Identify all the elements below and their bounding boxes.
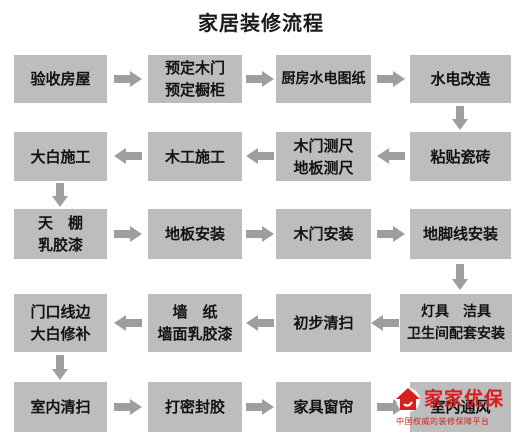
arrow-right-3 (377, 71, 405, 87)
arrow-left-1 (377, 148, 405, 164)
arrow-right-1 (114, 71, 142, 87)
house-logo-icon (396, 388, 420, 412)
watermark-slogan: 中国权威的装修保障平台 (396, 417, 490, 426)
step-2: 预定木门 预定橱柜 (148, 55, 242, 103)
arrow-down-4 (52, 355, 68, 380)
step-18: 打密封胶 (148, 382, 242, 432)
step-20: 室内通风 (410, 382, 511, 432)
step-6: 木门测尺 地板测尺 (276, 132, 371, 181)
step-13: 灯具 洁具 卫生间配套安装 (400, 294, 512, 352)
step-11: 木门安装 (276, 209, 371, 259)
arrow-right-2 (246, 71, 274, 87)
step-17: 室内清扫 (14, 382, 107, 432)
step-15: 墙 纸 墙面乳胶漆 (148, 294, 242, 352)
arrow-right-8 (246, 399, 274, 415)
step-12: 地脚线安装 (410, 209, 511, 259)
step-9: 天 棚 乳胶漆 (14, 209, 107, 259)
arrow-down-1 (452, 106, 468, 130)
step-5: 粘贴瓷砖 (410, 132, 511, 181)
step-4: 水电改造 (410, 55, 511, 103)
step-14: 初步清扫 (276, 294, 371, 352)
step-8: 大白施工 (14, 132, 107, 181)
watermark: 家家优保 中国权威的装修保障平台 (394, 383, 519, 431)
arrow-down-3 (452, 264, 468, 290)
step-16: 门口线边 大白修补 (14, 294, 107, 352)
arrow-right-5 (246, 226, 274, 242)
arrow-left-3 (114, 148, 142, 164)
arrow-right-7 (114, 399, 142, 415)
arrow-left-2 (246, 148, 274, 164)
arrow-left-4 (371, 315, 399, 331)
arrow-left-6 (114, 315, 142, 331)
page-title: 家居装修流程 (198, 11, 324, 35)
step-7: 木工施工 (148, 132, 242, 181)
step-3: 厨房水电图纸 (276, 55, 371, 103)
step-1: 验收房屋 (14, 55, 107, 103)
arrow-right-6 (377, 226, 405, 242)
step-10: 地板安装 (148, 209, 242, 259)
arrow-right-4 (114, 226, 142, 242)
step-19: 家具窗帘 (276, 382, 371, 432)
arrow-left-5 (246, 315, 274, 331)
arrow-down-2 (52, 183, 68, 207)
watermark-brand: 家家优保 (424, 388, 505, 410)
